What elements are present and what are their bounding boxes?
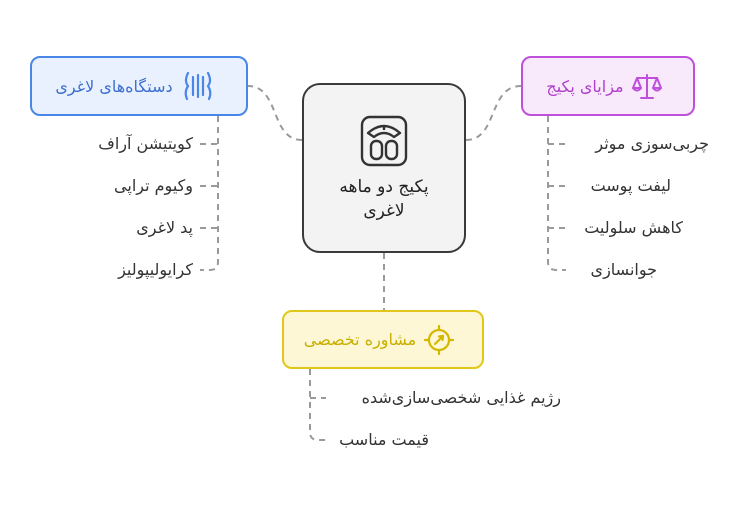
devices-title: دستگاه‌های لاغری [55, 76, 173, 96]
devices-item-3: پد لاغری [136, 218, 193, 237]
consult-node: مشاوره تخصصی [282, 310, 484, 369]
connector-benefits-branch [547, 116, 566, 271]
benefits-item-3: کاهش سلولیت [584, 218, 683, 237]
consult-item-1: رژیم غذایی شخصی‌سازی‌شده [361, 388, 561, 407]
consult-item-2: قیمت مناسب [339, 430, 429, 449]
connector-center-to-devices [247, 85, 303, 141]
consult-title: مشاوره تخصصی [303, 330, 417, 349]
body-waist-icon [181, 71, 215, 101]
devices-item-2: وکیوم تراپی [114, 176, 193, 195]
devices-item-1: کویتیشن آراف [98, 134, 193, 153]
benefits-node: مزایای پکیج [521, 56, 695, 116]
devices-item-4: کرایولیپولیز [118, 260, 193, 279]
scale-icon [360, 115, 408, 167]
connector-consult-branch [309, 369, 326, 441]
benefits-item-1: چربی‌سوزی موثر [595, 134, 709, 153]
benefits-title: مزایای پکیج [546, 76, 624, 96]
connector-center-to-benefits [465, 85, 522, 141]
benefits-item-4: جوانسازی [590, 260, 657, 279]
center-label-line1: پکیج دو ماهه [339, 177, 429, 197]
gauge-target-icon [424, 324, 455, 355]
balance-scale-icon [631, 72, 662, 100]
devices-node: دستگاه‌های لاغری [30, 56, 248, 116]
center-label: پکیج دو ماهه لاغری [339, 175, 428, 223]
connector-devices-branch [200, 116, 219, 271]
center-label-line2: لاغری [363, 201, 405, 221]
center-node: پکیج دو ماهه لاغری [302, 83, 466, 253]
benefits-item-2: لیفت پوست [590, 176, 671, 195]
